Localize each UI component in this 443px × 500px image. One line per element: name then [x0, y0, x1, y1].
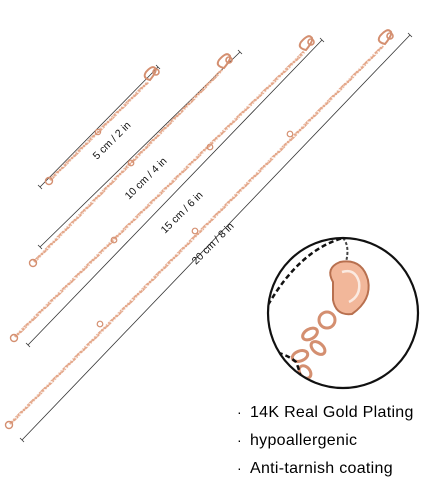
measure-label-5cm: 5 cm / 2 in	[91, 119, 134, 162]
extender-chain-10cm	[28, 53, 233, 268]
bullet-icon: ·	[237, 432, 242, 448]
measure-line-5cm	[37, 64, 161, 190]
measure-line-20cm	[19, 32, 413, 443]
bullet-icon: ·	[237, 404, 242, 420]
feature-text: Anti-tarnish coating	[249, 460, 393, 477]
measure-line-15cm	[25, 37, 325, 348]
feature-hypoallergenic: · hypoallergenic	[237, 432, 357, 450]
measure-label-20cm: 20 cm / 8 in	[190, 220, 237, 267]
measure-label-15cm: 15 cm / 6 in	[159, 189, 206, 236]
bullet-icon: ·	[237, 460, 242, 476]
extender-chain-15cm	[9, 35, 315, 343]
clasp-zoom-detail	[266, 236, 420, 390]
extender-chain-20cm	[4, 29, 394, 430]
lobster-clasp	[329, 260, 370, 316]
feature-text: hypoallergenic	[249, 432, 358, 449]
feature-text: 14K Real Gold Plating	[249, 404, 414, 421]
feature-anti-tarnish: · Anti-tarnish coating	[237, 460, 393, 478]
extender-chain-5cm	[44, 66, 160, 186]
feature-gold-plating: · 14K Real Gold Plating	[237, 404, 414, 422]
